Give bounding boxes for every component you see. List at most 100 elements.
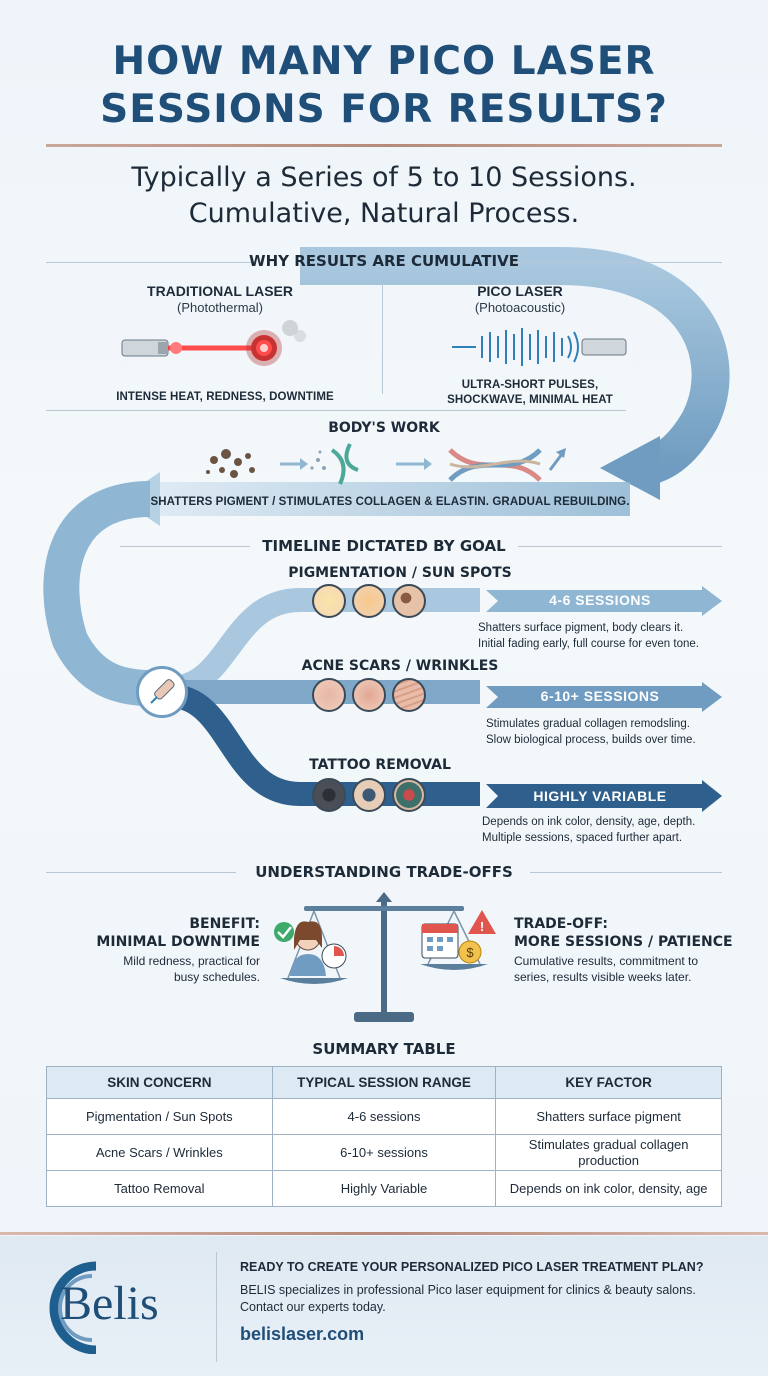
table-row: Pigmentation / Sun Spots 4-6 sessions Sh… [46,1098,722,1135]
pico-laser-icon [452,328,627,366]
acne-scar-icon [352,678,386,712]
benefit-desc: Mild redness, practical for busy schedul… [70,953,260,985]
footer-desc-line-1: BELIS specializes in professional Pico l… [240,1283,696,1297]
curve-arrow-right [300,247,730,487]
goal-pigmentation-sessions: 4-6 SESSIONS [549,592,651,608]
acne-skin-icons [312,678,454,712]
benefit-desc-line-1: Mild redness, practical for [123,954,260,968]
body-work-caption: SHATTERS PIGMENT / STIMULATES COLLAGEN &… [150,496,630,508]
summary-table: SKIN CONCERN TYPICAL SESSION RANGE KEY F… [46,1066,722,1207]
traditional-laser-icon [121,320,306,366]
sun-spot-icon [312,584,346,618]
divider [46,410,626,411]
section-heading-timeline: TIMELINE DICTATED BY GOAL [262,537,506,555]
goal-acne-desc-line-1: Stimulates gradual collagen remodsling. [486,718,690,730]
tradeoff-label: TRADE-OFF: [514,916,609,932]
svg-text:!: ! [480,919,484,934]
tattoo-icon [352,778,386,812]
benefit-title: MINIMAL DOWNTIME [96,934,260,950]
traditional-caption: INTENSE HEAT, REDNESS, DOWNTIME [116,391,334,403]
divider [46,872,236,873]
goal-pigmentation-arrow [486,586,722,616]
table-header-row: SKIN CONCERN TYPICAL SESSION RANGE KEY F… [46,1066,722,1099]
footer-cta: READY TO CREATE YOUR PERSONALIZED PICO L… [240,1260,704,1274]
table-cell: Tattoo Removal [46,1170,273,1207]
pico-caption: ULTRA-SHORT PULSES, SHOCKWAVE, MINIMAL H… [430,378,630,408]
title-line-1: HOW MANY PICO LASER [112,39,656,84]
goal-acne-sessions: 6-10+ SESSIONS [540,688,660,704]
tattoo-skin-icons [312,778,454,812]
footer-vertical-divider [216,1252,217,1362]
table-cell: Stimulates gradual collagen production [495,1134,722,1171]
body-work-heading: BODY'S WORK [328,420,440,436]
goal-pigmentation-desc-line-1: Shatters surface pigment, body clears it… [478,622,684,634]
sun-spot-icon [352,584,386,618]
branch-tattoo [168,684,480,806]
tradeoff-desc: Cumulative results, commitment to series… [514,953,754,985]
benefit-block: BENEFIT: MINIMAL DOWNTIME Mild redness, … [70,916,260,985]
section-heading-summary: SUMMARY TABLE [312,1040,456,1058]
summary-table-wrap: SKIN CONCERN TYPICAL SESSION RANGE KEY F… [46,1066,722,1207]
goal-tattoo-sessions: HIGHLY VARIABLE [533,788,667,804]
divider [518,546,722,547]
table-cell: Shatters surface pigment [495,1098,722,1135]
goal-tattoo-desc-line-2: Multiple sessions, spaced further apart. [482,832,683,844]
benefit-label: BENEFIT: [189,916,260,932]
curve-left [43,481,151,706]
svg-text:$: $ [466,945,474,960]
column-header-concern: SKIN CONCERN [46,1066,273,1099]
goal-pigmentation-title: PIGMENTATION / SUN SPOTS [288,565,512,581]
goal-tattoo-desc: Depends on ink color, density, age, dept… [482,814,758,846]
traditional-subtitle: (Photothermal) [177,300,263,315]
goal-acne-arrow [486,682,722,712]
table-cell: Acne Scars / Wrinkles [46,1134,273,1171]
column-header-factor: KEY FACTOR [495,1066,722,1099]
tattoo-icon [312,778,346,812]
table-row: Tattoo Removal Highly Variable Depends o… [46,1170,722,1207]
column-divider [382,284,383,394]
traditional-title: TRADITIONAL LASER [147,283,293,299]
tattoo-icon [392,778,426,812]
goal-acne-desc-line-2: Slow biological process, builds over tim… [486,734,696,746]
belis-logo [49,1261,97,1354]
tradeoff-block: TRADE-OFF: MORE SESSIONS / PATIENCE Cumu… [514,916,754,985]
footer-website-link[interactable]: belislaser.com [240,1324,365,1344]
tradeoff-desc-line-2: series, results visible weeks later. [514,970,692,984]
table-row: Acne Scars / Wrinkles 6-10+ sessions Sti… [46,1134,722,1171]
table-cell: 6-10+ sessions [271,1134,497,1171]
goal-tattoo-arrow [486,780,722,812]
pico-caption-line-1: ULTRA-SHORT PULSES, [461,379,599,391]
pico-caption-line-2: SHOCKWAVE, MINIMAL HEAT [447,394,613,406]
curve-arrow-head-left [600,436,660,500]
divider [530,872,722,873]
tradeoff-desc-line-1: Cumulative results, commitment to [514,954,699,968]
body-band [150,482,630,516]
section-heading-tradeoffs: UNDERSTANDING TRADE-OFFS [255,863,513,881]
belis-logo-text: Belis [60,1277,159,1330]
subtitle: Typically a Series of 5 to 10 Sessions. … [0,160,768,232]
divider [510,262,722,263]
goal-pigmentation-desc-line-2: Initial fading early, full course for ev… [478,638,699,650]
divider [46,262,256,263]
footer-divider [0,1232,768,1235]
column-header-range: TYPICAL SESSION RANGE [271,1066,497,1099]
goal-pigmentation-desc: Shatters surface pigment, body clears it… [478,620,758,652]
tradeoff-title: MORE SESSIONS / PATIENCE [514,934,733,950]
table-cell: Depends on ink color, density, age [495,1170,722,1207]
title-divider [46,144,722,147]
table-cell: Highly Variable [271,1170,497,1207]
subtitle-line-2: Cumulative, Natural Process. [188,198,580,229]
footer-desc-line-2: Contact our experts today. [240,1300,386,1314]
goal-tattoo-title: TATTOO REMOVAL [309,757,451,773]
footer-desc: BELIS specializes in professional Pico l… [240,1282,750,1316]
footer: Belis READY TO CREATE YOUR PERSONALIZED … [0,1236,768,1376]
body-work-icons [206,443,566,485]
balance-scale-icon: $ ! [274,892,496,1022]
pigment-spot-icon [392,584,426,618]
pico-subtitle: (Photoacoustic) [474,300,566,315]
acne-scar-icon [312,678,346,712]
hub-laser-handpiece [136,666,188,718]
title-line-2: SESSIONS FOR RESULTS? [100,87,668,132]
table-cell: Pigmentation / Sun Spots [46,1098,273,1135]
table-cell: 4-6 sessions [271,1098,497,1135]
